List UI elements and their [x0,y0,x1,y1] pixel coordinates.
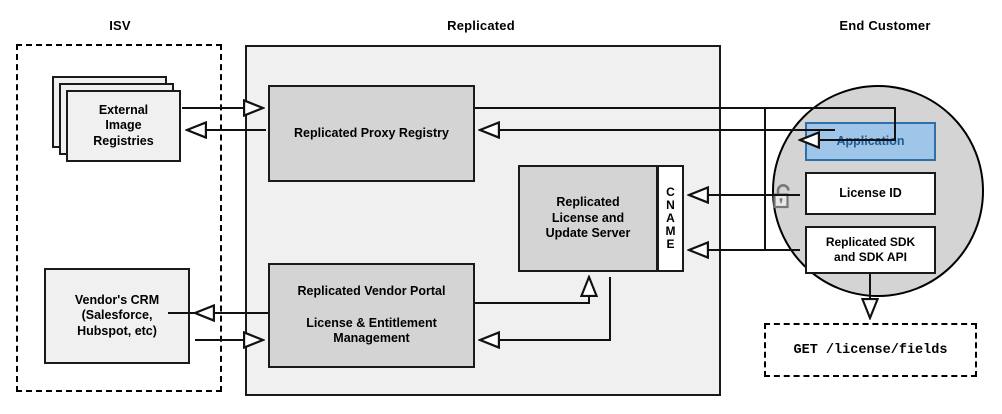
cname-letter-e: E [666,236,675,251]
application-box[interactable]: Application [805,122,936,161]
cname-letter-m: M [665,223,676,238]
replicated-vendor-portal[interactable]: Replicated Vendor Portal License & Entit… [268,263,475,368]
replicated-proxy-registry[interactable]: Replicated Proxy Registry [268,85,475,182]
cname-letter-c: C [666,185,675,200]
replicated-license-and-update-server[interactable]: Replicated License and Update Server [518,165,658,272]
vendors-crm[interactable]: Vendor's CRM (Salesforce, Hubspot, etc) [44,268,190,364]
isv-boundary [16,44,222,392]
cname-letter-a: A [666,211,675,226]
license-entitlement-management-label: License & Entitlement Management [306,315,437,346]
zone-heading-replicated: Replicated [447,18,515,33]
unlock-icon [770,182,796,210]
cname-letter-n: N [666,198,675,213]
external-image-registries[interactable]: External Image Registries [66,90,181,162]
zone-heading-end-customer: End Customer [839,18,931,33]
replicated-vendor-portal-title: Replicated Vendor Portal [297,284,446,299]
cname-strip: C N A M E [657,165,684,272]
api-request-box: GET /license/fields [764,323,977,377]
replicated-sdk-box[interactable]: Replicated SDK and SDK API [805,226,936,274]
license-id-box[interactable]: License ID [805,172,936,215]
zone-heading-isv: ISV [109,18,131,33]
